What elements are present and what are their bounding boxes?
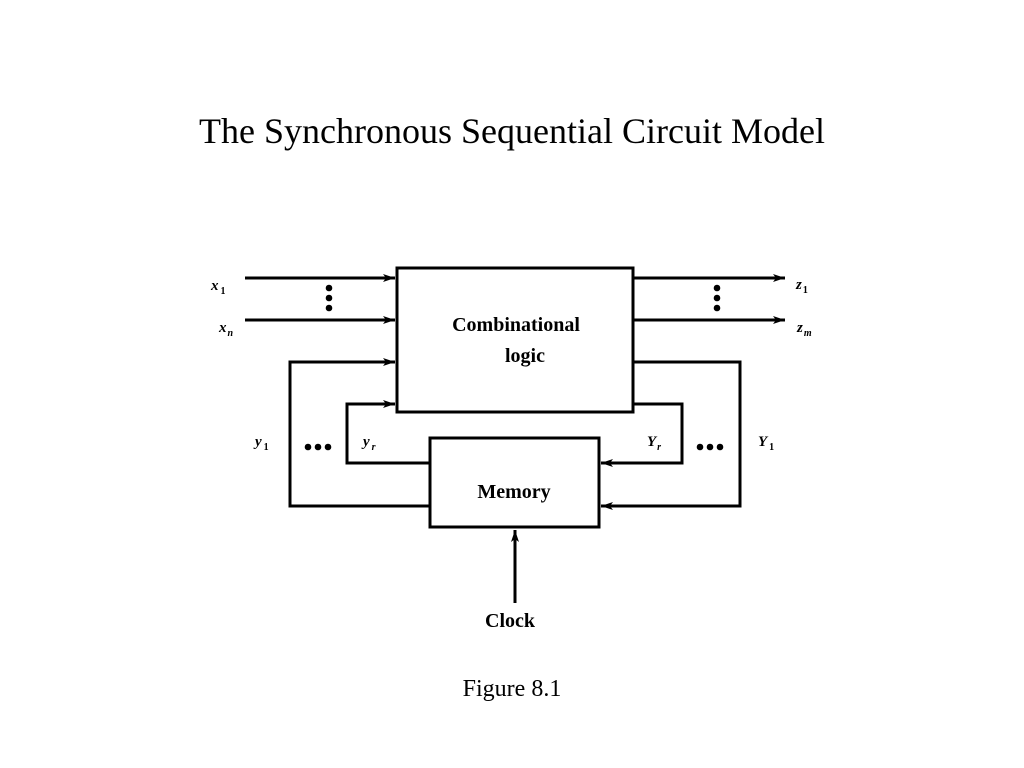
- memory-label: Memory: [477, 481, 550, 503]
- combinational-logic-block: [395, 266, 635, 414]
- figure-caption: Figure 8.1: [462, 676, 562, 702]
- label-zm: zm: [796, 320, 812, 339]
- memory-block: [428, 436, 601, 529]
- label-xn: xn: [218, 320, 234, 339]
- combinational-label-line1: Combinational: [452, 314, 580, 336]
- feedback-line-Y1: [601, 360, 742, 510]
- right-state-ellipsis-icon: [696, 443, 724, 451]
- feedback-line-y1: [288, 358, 430, 508]
- input-ellipsis-icon: [325, 284, 333, 312]
- left-state-ellipsis-icon: [304, 443, 332, 451]
- label-z1: z1: [795, 277, 808, 296]
- page-title: The Synchronous Sequential Circuit Model: [199, 111, 825, 151]
- combinational-label-line2: logic: [505, 345, 545, 367]
- feedback-line-Yr: [601, 402, 684, 467]
- feedback-line-yr: [345, 400, 430, 465]
- output-ellipsis-icon: [713, 284, 721, 312]
- clock-label: Clock: [485, 610, 536, 632]
- label-Yr: Yr: [647, 434, 661, 453]
